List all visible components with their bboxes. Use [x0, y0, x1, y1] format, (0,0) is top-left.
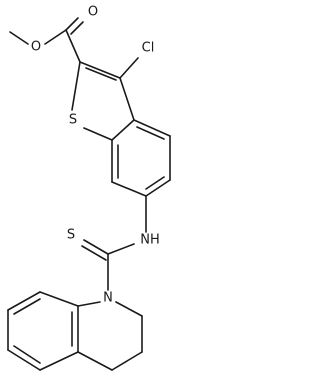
bond-c8-c7q [7, 291, 41, 311]
molecule-diagram: O O Cl S NH S N [7, 5, 171, 371]
bond-c2-c3-inner [85, 67, 117, 81]
bond-c6-c7 [111, 181, 147, 197]
bond-c5-c6 [145, 179, 171, 197]
bond-c8a-c8 [39, 291, 79, 307]
bond-c2-s [71, 61, 81, 111]
bond-carbonyl-double-a [65, 17, 79, 31]
bond-c6q-c5q [7, 349, 41, 371]
atom-nh: NH [140, 233, 160, 248]
bond-o-carbonylc [44, 29, 67, 45]
bond-c8-c7q-inner [13, 298, 41, 315]
bond-methyl-o [9, 31, 29, 45]
bond-n-c2q [115, 301, 143, 317]
bond-c3q-c4q [111, 351, 143, 371]
bond-nh-cs [107, 243, 135, 255]
atom-cl: Cl [142, 41, 155, 56]
atom-o-carbonyl: O [88, 5, 98, 20]
tetrahydroquinoline [7, 291, 143, 371]
bond-c3a-c7a [111, 119, 135, 141]
atom-o-ester: O [31, 40, 41, 55]
bond-c6q-c5q-inner [13, 345, 41, 364]
bond-n-c8a [77, 301, 101, 307]
atom-s-ring: S [69, 113, 77, 128]
atom-s-thio: S [67, 228, 75, 243]
thioamide-linker [81, 195, 147, 291]
ester-group [9, 17, 84, 63]
benzo-ring [111, 119, 171, 197]
bond-s-c7a [83, 127, 113, 141]
atom-n-ring: N [103, 291, 113, 306]
bond-c3-cl [119, 57, 139, 79]
bond-c5-c6-inner [145, 176, 165, 190]
bond-c5q-c4a [39, 351, 79, 371]
thiophene-ring [71, 57, 139, 141]
bond-c3a-c4 [133, 119, 171, 137]
bond-c2-c3 [79, 61, 121, 79]
bond-cs-double-a [83, 239, 109, 255]
bond-carbonylc-c2 [65, 29, 81, 63]
bond-c3-c3a [119, 77, 135, 121]
bond-carbonyl-double-b [70, 21, 84, 35]
bond-cs-double-b [81, 245, 107, 261]
bond-c3a-c4-inner [136, 126, 165, 140]
structure-canvas: O O Cl S NH S N [7, 5, 171, 371]
bond-c4q-c4a [77, 351, 113, 371]
